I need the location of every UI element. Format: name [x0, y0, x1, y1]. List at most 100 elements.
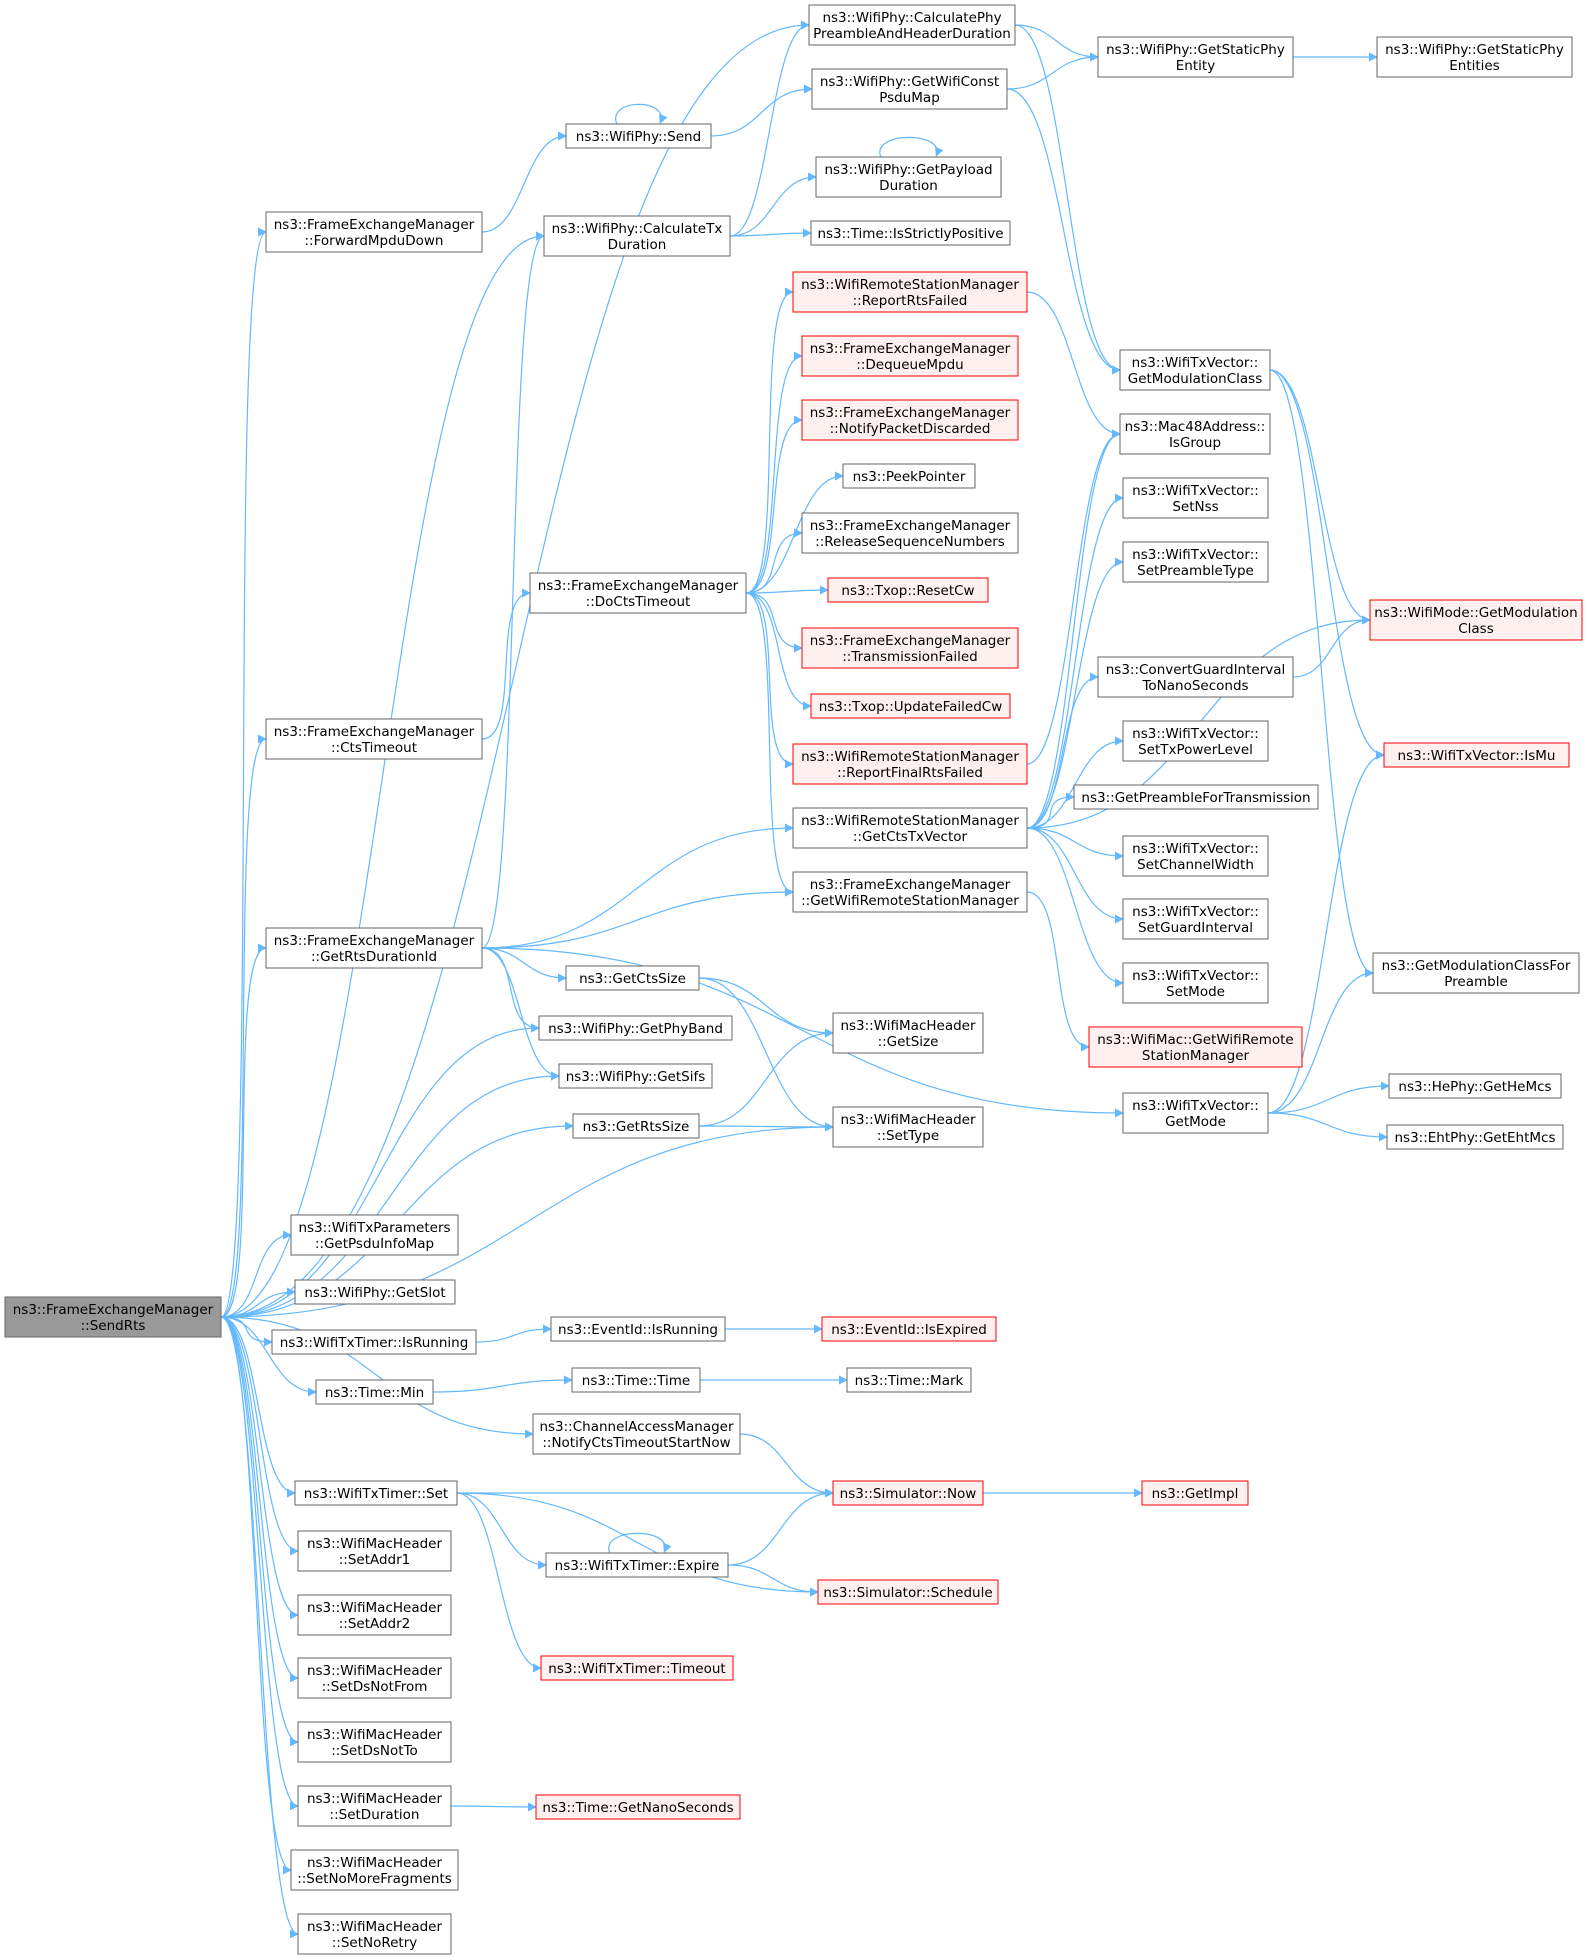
- node-txFailed[interactable]: ns3::FrameExchangeManager::TransmissionF…: [801, 627, 1019, 669]
- node-timerTimeout[interactable]: ns3::WifiTxTimer::Timeout: [540, 1655, 734, 1681]
- node-getNanoSeconds[interactable]: ns3::Time::GetNanoSeconds: [535, 1794, 741, 1820]
- node-doCtsTimeout[interactable]: ns3::FrameExchangeManager::DoCtsTimeout: [529, 572, 747, 614]
- node-box-getHeMcs: [1388, 1073, 1562, 1099]
- node-peekPointer[interactable]: ns3::PeekPointer: [842, 463, 976, 489]
- node-rtsSize[interactable]: ns3::GetRtsSize: [572, 1113, 700, 1139]
- node-getEhtMcs[interactable]: ns3::EhtPhy::GetEhtMcs: [1386, 1124, 1564, 1150]
- node-root[interactable]: ns3::FrameExchangeManager::SendRts: [4, 1296, 222, 1338]
- node-notifyDiscard[interactable]: ns3::FrameExchangeManager::NotifyPacketD…: [801, 399, 1019, 441]
- node-setMode[interactable]: ns3::WifiTxVector::SetMode: [1122, 962, 1269, 1004]
- edge-root-to-setDuration: [220, 1316, 299, 1811]
- node-setDsNotFrom[interactable]: ns3::WifiMacHeader::SetDsNotFrom: [297, 1657, 452, 1699]
- node-getMode[interactable]: ns3::WifiTxVector::GetMode: [1122, 1092, 1269, 1134]
- node-strictlyPos[interactable]: ns3::Time::IsStrictlyPositive: [810, 220, 1011, 246]
- node-getSifs[interactable]: ns3::WifiPhy::GetSifs: [558, 1063, 713, 1089]
- edge-root-to-setNoRetry: [220, 1316, 299, 1939]
- node-timerSet[interactable]: ns3::WifiTxTimer::Set: [294, 1480, 458, 1506]
- node-setGI[interactable]: ns3::WifiTxVector::SetGuardInterval: [1122, 898, 1269, 940]
- node-label-setNoRetry-0: ns3::WifiMacHeader: [307, 1919, 443, 1935]
- node-label-convertGI-0: ns3::ConvertGuardInterval: [1106, 662, 1286, 678]
- node-dequeueMpdu[interactable]: ns3::FrameExchangeManager::DequeueMpdu: [801, 335, 1019, 377]
- node-psduInfoMap[interactable]: ns3::WifiTxParameters::GetPsduInfoMap: [290, 1214, 459, 1256]
- edge-ctsTxVector-to-setChannelWidth: [1026, 827, 1124, 861]
- node-eventIsExpired[interactable]: ns3::EventId::IsExpired: [821, 1316, 997, 1342]
- node-box-getEhtMcs: [1386, 1124, 1564, 1150]
- node-phyBand[interactable]: ns3::WifiPhy::GetPhyBand: [538, 1015, 733, 1041]
- node-setTxPower[interactable]: ns3::WifiTxVector::SetTxPowerLevel: [1122, 720, 1269, 762]
- edge-ctsTxVector-to-setNss: [1026, 493, 1124, 829]
- edge-psduMap-to-staticPhyEntity: [1006, 52, 1099, 90]
- node-eventIsRunning[interactable]: ns3::EventId::IsRunning: [550, 1316, 726, 1342]
- node-timeMark[interactable]: ns3::Time::Mark: [846, 1367, 972, 1393]
- edge-root-to-timerSet: [220, 1316, 296, 1498]
- node-setNoMoreFrag[interactable]: ns3::WifiMacHeader::SetNoMoreFragments: [290, 1849, 459, 1891]
- node-releaseSeq[interactable]: ns3::FrameExchangeManager::ReleaseSequen…: [801, 512, 1019, 554]
- node-ctsTimeout[interactable]: ns3::FrameExchangeManager::CtsTimeout: [265, 718, 483, 760]
- node-isMu[interactable]: ns3::WifiTxVector::IsMu: [1383, 742, 1570, 768]
- node-getImpl[interactable]: ns3::GetImpl: [1141, 1480, 1249, 1506]
- node-label-modClass-1: GetModulationClass: [1128, 371, 1263, 387]
- edge-getMode-to-modClassPreamble: [1267, 968, 1374, 1114]
- node-getWrsm[interactable]: ns3::FrameExchangeManager::GetWifiRemote…: [792, 871, 1028, 913]
- node-modClass[interactable]: ns3::WifiTxVector::GetModulationClass: [1119, 349, 1271, 391]
- node-ctsSize[interactable]: ns3::GetCtsSize: [565, 965, 700, 991]
- node-box-setDsNotFrom: [297, 1657, 452, 1699]
- node-simNow[interactable]: ns3::Simulator::Now: [832, 1480, 984, 1506]
- node-setDsNotTo[interactable]: ns3::WifiMacHeader::SetDsNotTo: [297, 1721, 452, 1763]
- node-setNss[interactable]: ns3::WifiTxVector::SetNss: [1122, 477, 1269, 519]
- node-timerExpire[interactable]: ns3::WifiTxTimer::Expire: [545, 1552, 729, 1578]
- node-box-setAddr1: [297, 1530, 452, 1572]
- node-getHeMcs[interactable]: ns3::HePhy::GetHeMcs: [1388, 1073, 1562, 1099]
- node-notifyCtsStart[interactable]: ns3::ChannelAccessManager::NotifyCtsTime…: [532, 1413, 741, 1455]
- node-calcPhy[interactable]: ns3::WifiPhy::CalculatePhyPreambleAndHea…: [808, 4, 1016, 46]
- node-timeTime[interactable]: ns3::Time::Time: [571, 1367, 701, 1393]
- node-setAddr1[interactable]: ns3::WifiMacHeader::SetAddr1: [297, 1530, 452, 1572]
- node-timerIsRunning[interactable]: ns3::WifiTxTimer::IsRunning: [271, 1329, 477, 1355]
- node-isGroup[interactable]: ns3::Mac48Address::IsGroup: [1119, 413, 1271, 455]
- edge-rtsDurId-to-phyBand: [481, 947, 540, 1033]
- node-setAddr2[interactable]: ns3::WifiMacHeader::SetAddr2: [297, 1594, 452, 1636]
- node-label-macGetSize-1: ::GetSize: [878, 1034, 939, 1050]
- node-setPreamble[interactable]: ns3::WifiTxVector::SetPreambleType: [1122, 541, 1269, 583]
- edge-root-to-fwdMpdu: [220, 227, 267, 1318]
- node-reportRtsFailed[interactable]: ns3::WifiRemoteStationManager::ReportRts…: [792, 271, 1028, 313]
- node-getSlot[interactable]: ns3::WifiPhy::GetSlot: [294, 1279, 456, 1305]
- node-box-isGroup: [1119, 413, 1271, 455]
- node-modeModClass[interactable]: ns3::WifiMode::GetModulationClass: [1369, 599, 1583, 641]
- node-setDuration[interactable]: ns3::WifiMacHeader::SetDuration: [297, 1785, 452, 1827]
- node-label-getMode-0: ns3::WifiTxVector::: [1132, 1098, 1259, 1114]
- node-updateFailedCw[interactable]: ns3::Txop::UpdateFailedCw: [810, 693, 1011, 719]
- node-box-doCtsTimeout: [529, 572, 747, 614]
- node-label-macGetWrsm-0: ns3::WifiMac::GetWifiRemote: [1097, 1032, 1293, 1048]
- node-label-getEhtMcs-0: ns3::EhtPhy::GetEhtMcs: [1395, 1130, 1556, 1146]
- node-box-setTxPower: [1122, 720, 1269, 762]
- node-preambleForTx[interactable]: ns3::GetPreambleForTransmission: [1073, 784, 1319, 810]
- node-reportFinalRts[interactable]: ns3::WifiRemoteStationManager::ReportFin…: [792, 743, 1028, 785]
- node-box-setChannelWidth: [1122, 835, 1269, 877]
- node-simSchedule[interactable]: ns3::Simulator::Schedule: [817, 1579, 999, 1605]
- node-box-isMu: [1383, 742, 1570, 768]
- node-rtsDurId[interactable]: ns3::FrameExchangeManager::GetRtsDuratio…: [265, 927, 483, 969]
- node-phySend[interactable]: ns3::WifiPhy::Send: [565, 123, 712, 149]
- node-setChannelWidth[interactable]: ns3::WifiTxVector::SetChannelWidth: [1122, 835, 1269, 877]
- node-fwdMpdu[interactable]: ns3::FrameExchangeManager::ForwardMpduDo…: [265, 211, 483, 253]
- node-setType[interactable]: ns3::WifiMacHeader::SetType: [832, 1106, 984, 1148]
- node-resetCw[interactable]: ns3::Txop::ResetCw: [827, 577, 989, 603]
- node-box-setGI: [1122, 898, 1269, 940]
- node-ctsTxVector[interactable]: ns3::WifiRemoteStationManager::GetCtsTxV…: [792, 807, 1028, 849]
- node-box-simSchedule: [817, 1579, 999, 1605]
- node-label-setAddr2-1: ::SetAddr2: [339, 1616, 411, 1632]
- node-macGetSize[interactable]: ns3::WifiMacHeader::GetSize: [832, 1012, 984, 1054]
- node-label-setNss-1: SetNss: [1172, 499, 1218, 515]
- edge-ctsSize-to-macGetSize: [698, 977, 834, 1038]
- node-timeMin[interactable]: ns3::Time::Min: [315, 1379, 434, 1405]
- node-macGetWrsm[interactable]: ns3::WifiMac::GetWifiRemoteStationManage…: [1088, 1026, 1303, 1068]
- node-setNoRetry[interactable]: ns3::WifiMacHeader::SetNoRetry: [297, 1913, 452, 1955]
